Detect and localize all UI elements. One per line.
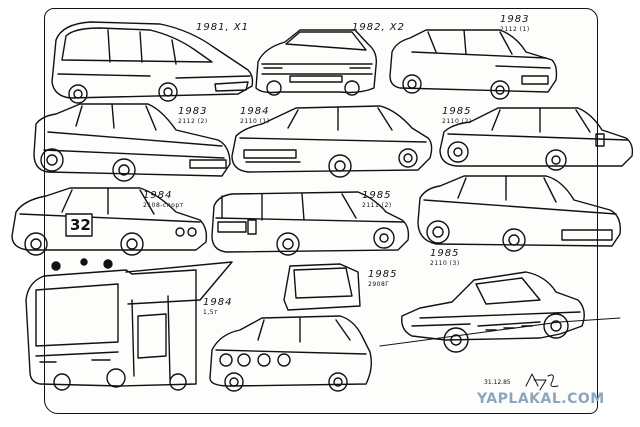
caption-model: 2112 (2) [178,118,208,125]
caption-model: 2108-спорт [143,202,184,209]
sketch-buggy-1985 [379,271,621,353]
sketch-car-1985-2110-3 [417,175,621,252]
caption-model: 1,5т [203,309,219,316]
signature-date: 31.12.85 [484,379,511,386]
caption-1985-2110-2: 1985 2110 (2) [442,107,472,125]
caption-year: 1984 [143,190,173,201]
caption-year: 1985 [362,190,392,201]
caption-1983-2112-2: 1983 2112 (2) [178,107,208,125]
caption-1985-2111-2: 1985 2111 (2) [362,191,392,209]
caption-year: 1984 [240,106,270,117]
sketch-car-1982-x2 [255,29,378,96]
caption-1981-x1: 1981, X1 [196,17,249,33]
rally-number: 32 [70,216,91,234]
caption-1985-2110-3: 1985 2110 (3) [430,249,460,267]
caption-model: 2908Г [368,281,390,288]
caption-1982-x2: 1982, X2 [352,17,405,33]
watermark: YAPLAKAL.COM [477,391,605,407]
caption-year: 1981, X1 [196,22,250,33]
caption-year: 1983 [500,14,530,25]
sketch-car-1983-2112-1 [389,29,558,100]
caption-1984-van: 1984 1,5т [203,298,232,316]
caption-model: 2111 (2) [362,202,392,209]
caption-model: 2110 (3) [430,260,460,267]
caption-1984-2108-sport: 1984 2108-спорт [143,191,184,209]
artist-signature [525,373,559,391]
sketch-car-1985-2110-2 [439,107,634,171]
caption-model: 2112 (1) [500,26,530,33]
sketch-car-1985-2111-2 [211,191,410,256]
caption-year: 1984 [203,297,233,308]
caption-model: 2110 (2) [442,118,472,125]
sketch-car-1983-2112-2 [33,103,231,182]
caption-1985-buggy: 1985 2908Г [368,270,397,288]
caption-model: 2110 (1) [240,118,270,125]
sketch-car-1981-x1 [51,21,254,104]
sketch-van-1984 [25,258,233,391]
caption-year: 1985 [368,269,398,280]
sketch-car-1984-2110-1 [231,105,433,178]
sketch-rally-car-1984 [209,263,373,392]
caption-year: 1982, X2 [352,22,406,33]
caption-1984-2110-1: 1984 2110 (1) [240,107,270,125]
caption-year: 1983 [178,106,208,117]
caption-year: 1985 [442,106,472,117]
sketch-car-1984-2108-sport [11,187,208,256]
caption-year: 1985 [430,248,460,259]
caption-1983-2112-1: 1983 2112 (1) [500,15,530,33]
